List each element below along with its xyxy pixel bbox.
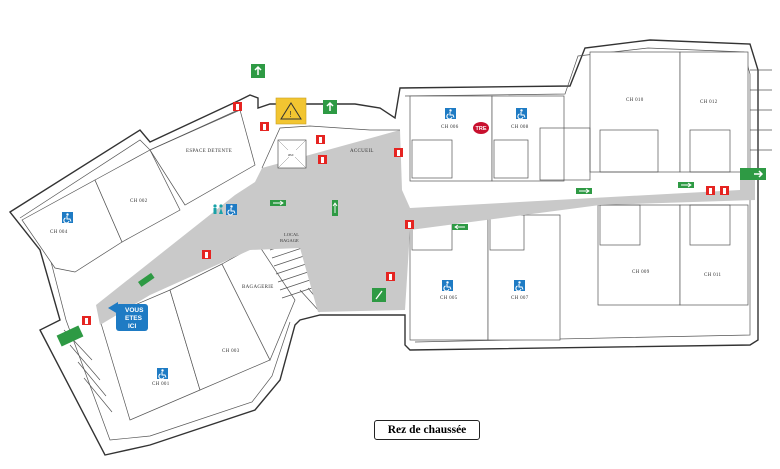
label-local: LOCAL [284, 232, 299, 237]
emergency-exit-icon [251, 64, 265, 78]
escape-route-icon [372, 288, 386, 302]
label-ch006: CH 006 [441, 125, 459, 130]
you-are-here-line3: ICI [128, 323, 137, 330]
direction-arrow-icon [576, 188, 592, 194]
room-ch005 [409, 214, 489, 341]
room-labels: ESPACE DETENTE ACCUEIL LOCAL BAGAGE BAGA… [50, 98, 722, 387]
svg-text:!: ! [290, 110, 292, 119]
label-ch005: CH 005 [440, 296, 458, 301]
emergency-exit-icon [323, 100, 337, 114]
fire-extinguisher-icon [82, 316, 91, 325]
tre-badge: TRE [473, 122, 489, 134]
wheelchair-icon [516, 108, 527, 120]
you-are-here-line2: ETES [125, 315, 143, 322]
fire-extinguisher-icon [318, 155, 327, 164]
room-ch012 [679, 51, 749, 173]
label-ch003: CH 003 [222, 349, 240, 354]
room-ch010 [589, 51, 681, 173]
label-accueil: ACCUEIL [350, 149, 374, 154]
direction-arrow-icon [270, 200, 286, 206]
toilet-icon [213, 204, 223, 214]
label-ch004: CH 004 [50, 230, 68, 235]
fire-extinguisher-icons [82, 102, 729, 325]
direction-arrow-icon [452, 224, 468, 230]
fire-extinguisher-icon [316, 135, 325, 144]
room-ch002 [94, 149, 181, 243]
direction-arrow-icon [678, 182, 694, 188]
emergency-exit-icon [740, 168, 766, 180]
emergency-exit-signs [56, 64, 766, 347]
wheelchair-icon [445, 108, 456, 120]
wheelchair-icon [62, 212, 73, 224]
fire-extinguisher-icon [386, 272, 395, 281]
direction-arrow-icon [138, 272, 155, 287]
you-are-here-line1: VOUS [125, 307, 144, 314]
fire-extinguisher-icon [405, 220, 414, 229]
hazard-icon: ! [275, 97, 307, 125]
fire-extinguisher-icon [233, 102, 242, 111]
direction-arrows [138, 182, 694, 287]
elevator-icon: asc [277, 139, 307, 169]
fire-extinguisher-icon [202, 250, 211, 259]
accessibility-icons [62, 108, 527, 380]
floor-caption: Rez de chaussée [374, 420, 480, 440]
label-bagage: BAGAGE [280, 238, 299, 243]
room-ch004 [21, 179, 123, 273]
room-espace-detente [149, 109, 256, 206]
room-ch011 [679, 204, 749, 306]
fire-extinguisher-icon [394, 148, 403, 157]
label-bagagerie: BAGAGERIE [242, 285, 274, 290]
wheelchair-icon [442, 280, 453, 292]
fire-extinguisher-icon [706, 186, 715, 195]
svg-text:TRE: TRE [476, 126, 487, 132]
direction-arrow-icon [332, 200, 338, 216]
corridor [96, 130, 755, 325]
label-ch001: CH 001 [152, 382, 170, 387]
label-ch010: CH 010 [626, 98, 644, 103]
room-ch009 [597, 204, 681, 306]
rooms-layer [21, 51, 772, 421]
label-ch009: CH 009 [632, 270, 650, 275]
fire-extinguisher-icon [260, 122, 269, 131]
label-ch012: CH 012 [700, 100, 718, 105]
label-ch002: CH 002 [130, 199, 148, 204]
you-are-here-marker: VOUS ETES ICI [108, 302, 148, 331]
label-ch008: CH 008 [511, 125, 529, 130]
label-ch007: CH 007 [511, 296, 529, 301]
wheelchair-icon [157, 368, 168, 380]
label-ascenseur: asc [288, 152, 294, 157]
wheelchair-icon [514, 280, 525, 292]
wheelchair-icon [226, 204, 237, 216]
label-espace-detente: ESPACE DETENTE [186, 149, 232, 154]
label-ch011: CH 011 [704, 273, 722, 278]
fire-extinguisher-icon [720, 186, 729, 195]
emergency-exit-icon [56, 325, 84, 347]
